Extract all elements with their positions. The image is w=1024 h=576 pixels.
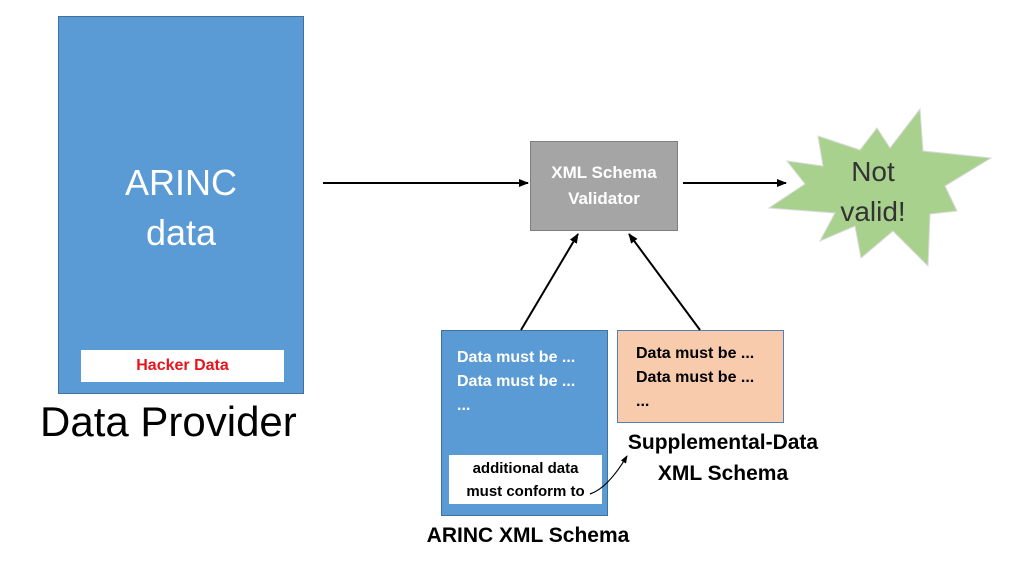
conform-note-label: additional data must conform to [466, 459, 585, 500]
arinc-data-block [58, 16, 304, 394]
arinc-schema-rules: Data must be ... Data must be ... ... [457, 349, 576, 414]
arinc-xml-schema-caption: ARINC XML Schema [426, 524, 630, 547]
hacker-data-box: Hacker Data [81, 350, 284, 382]
not-valid-starburst [767, 107, 993, 268]
supplemental-schema-caption: Supplemental-Data XML Schema [627, 431, 819, 485]
xml-schema-validator-box: XML Schema Validator [530, 141, 678, 231]
hacker-data-label: Hacker Data [136, 357, 229, 374]
data-provider-caption: Data Provider [40, 398, 297, 445]
starburst-shape [767, 107, 993, 268]
supplemental-schema-rules: Data must be ... Data must be ... ... [636, 345, 755, 410]
supplemental-schema-box [617, 330, 784, 423]
not-valid-label: Not valid! [840, 156, 906, 227]
arrow-conform-to-supplemental [589, 455, 628, 495]
validator-label: XML Schema Validator [551, 163, 657, 208]
conform-note-box: additional data must conform to [449, 455, 602, 504]
arinc-data-label: ARINC data [124, 162, 237, 253]
arrow-arinc-schema-to-validator [520, 233, 579, 331]
arrow-supplemental-schema-to-validator [628, 233, 701, 331]
